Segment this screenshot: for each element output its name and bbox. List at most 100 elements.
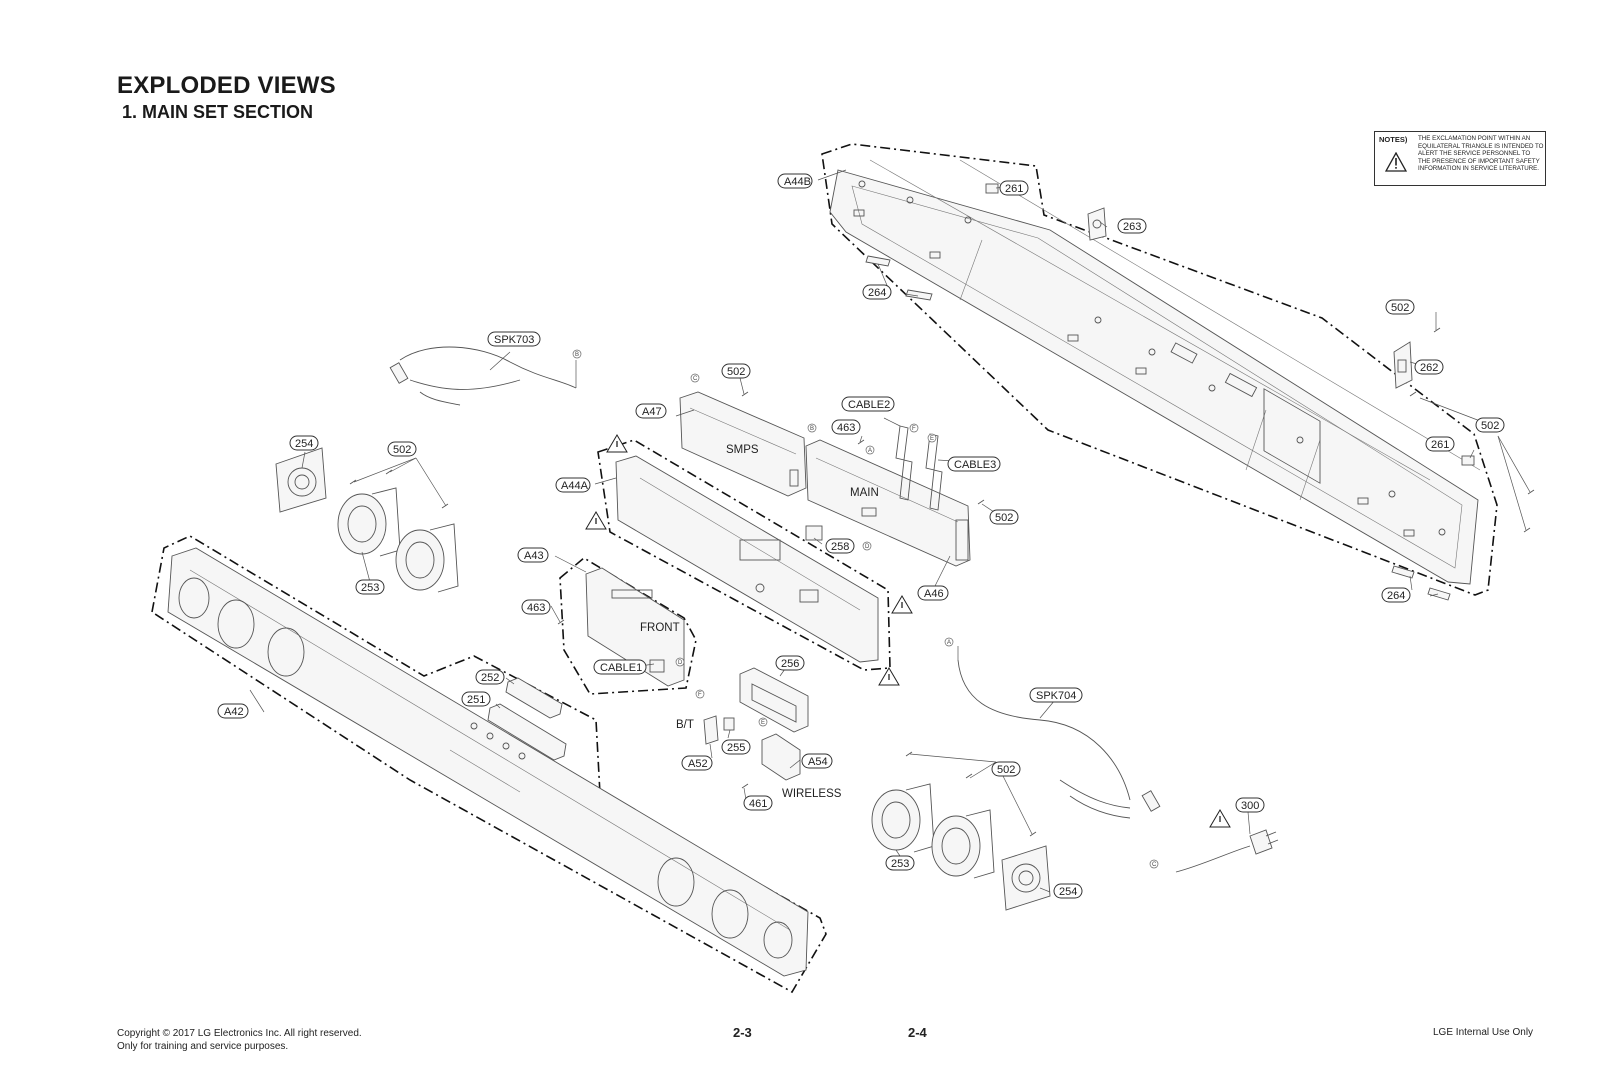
main-board-a46 [805, 439, 971, 567]
warning-triangle-icon [585, 511, 607, 530]
callout-cable1: CABLE1 [593, 659, 647, 675]
button-panel-251 [487, 703, 567, 761]
svg-text:300: 300 [1241, 800, 1259, 812]
connector-letter-f: F [695, 689, 705, 699]
svg-text:C: C [1152, 862, 1157, 868]
warning-triangle-icon [1385, 152, 1407, 172]
safety-notes-box: NOTES) THE EXCLAMATION POINT WITHIN AN E… [1374, 131, 1546, 186]
module-holder-256 [739, 667, 809, 733]
svg-text:A42: A42 [224, 706, 244, 718]
connector-letter-a: A [944, 637, 954, 647]
connector-letter-e: E [927, 433, 937, 443]
svg-text:F: F [698, 692, 702, 698]
svg-text:502: 502 [995, 512, 1013, 524]
svg-text:264: 264 [868, 287, 886, 299]
svg-text:A44B: A44B [784, 176, 811, 188]
callout-a44b: A44B [777, 173, 813, 189]
svg-text:A54: A54 [808, 756, 828, 768]
button-set-252 [505, 677, 563, 719]
flat-cable-3 [925, 433, 943, 511]
bt-module-a52 [703, 715, 719, 745]
callout-264: 264 [862, 284, 892, 300]
svg-text:D: D [678, 660, 683, 666]
callout-461: 461 [743, 795, 773, 811]
svg-text:A46: A46 [924, 588, 944, 600]
callout-251: 251 [461, 691, 491, 707]
svg-text:254: 254 [1059, 886, 1077, 898]
speaker-253-a [337, 487, 401, 557]
callout-a54: A54 [801, 753, 833, 769]
svg-text:C: C [693, 376, 698, 382]
callout-a46: A46 [917, 585, 949, 601]
bracket-262 [1393, 341, 1413, 389]
page-number-right: 2-4 [908, 1025, 927, 1040]
svg-text:255: 255 [727, 742, 745, 754]
callout-a44a: A44A [555, 477, 591, 493]
callout-258: 258 [825, 538, 855, 554]
connector-letter-f: F [909, 423, 919, 433]
warning-triangle-icon [1209, 809, 1231, 828]
notes-heading: NOTES) [1379, 135, 1408, 144]
svg-text:F: F [912, 426, 916, 432]
pad-255 [723, 717, 735, 731]
connector-letter-d: D [675, 657, 685, 667]
callout-254: 254 [289, 435, 319, 451]
svg-text:A44A: A44A [561, 480, 589, 492]
svg-text:D: D [865, 544, 870, 550]
svg-text:B: B [810, 426, 814, 432]
foot-264-b [1391, 565, 1451, 601]
copyright-line-1: Copyright © 2017 LG Electronics Inc. All… [117, 1028, 362, 1039]
pad-261-a [985, 183, 999, 194]
callout-502: 502 [721, 363, 751, 379]
internal-use-notice: LGE Internal Use Only [1433, 1027, 1534, 1038]
label-smps: SMPS [726, 444, 759, 456]
copyright-notice: Copyright © 2017 LG Electronics Inc. All… [117, 1027, 362, 1053]
speaker-cable-spk704 [957, 646, 1161, 819]
svg-text:264: 264 [1387, 590, 1405, 602]
speaker-253-b [395, 523, 459, 593]
page-title: EXPLODED VIEWS [117, 72, 336, 99]
svg-text:256: 256 [781, 658, 799, 670]
svg-text:502: 502 [1391, 302, 1409, 314]
svg-text:A: A [947, 640, 951, 646]
callout-252: 252 [475, 669, 505, 685]
callout-a47: A47 [635, 403, 667, 419]
svg-text:253: 253 [361, 582, 379, 594]
svg-text:461: 461 [749, 798, 767, 810]
svg-text:463: 463 [527, 602, 545, 614]
speaker-253-d [931, 809, 995, 879]
callout-256: 256 [775, 655, 805, 671]
label-bt: B/T [676, 719, 694, 731]
connector-letter-e: E [758, 717, 768, 727]
callout-263: 263 [1117, 218, 1147, 234]
svg-text:CABLE2: CABLE2 [848, 399, 890, 411]
svg-text:CABLE1: CABLE1 [600, 662, 642, 674]
callout-254: 254 [1053, 883, 1083, 899]
svg-text:SPK704: SPK704 [1036, 690, 1076, 702]
svg-text:502: 502 [727, 366, 745, 378]
svg-text:502: 502 [1481, 420, 1499, 432]
svg-text:253: 253 [891, 858, 909, 870]
callout-253: 253 [355, 579, 385, 595]
chassis-frame-a44a [597, 439, 891, 671]
power-cord-300 [1175, 829, 1279, 873]
svg-text:261: 261 [1005, 183, 1023, 195]
svg-text:E: E [761, 720, 765, 726]
callout-cable2: CABLE2 [841, 396, 895, 412]
flat-cable-2 [895, 425, 913, 501]
callout-253: 253 [885, 855, 915, 871]
svg-text:A: A [868, 448, 872, 454]
svg-text:258: 258 [831, 541, 849, 553]
callout-a42: A42 [217, 703, 249, 719]
connector-letter-b: B [807, 423, 817, 433]
svg-text:502: 502 [393, 444, 411, 456]
callout-spk704: SPK704 [1029, 687, 1083, 703]
callout-264: 264 [1381, 587, 1411, 603]
page-number-left: 2-3 [733, 1025, 752, 1040]
svg-text:E: E [930, 436, 934, 442]
screws [349, 327, 1535, 837]
callout-502: 502 [1385, 299, 1415, 315]
svg-text:463: 463 [837, 422, 855, 434]
callout-502: 502 [991, 761, 1021, 777]
svg-text:254: 254 [295, 438, 313, 450]
